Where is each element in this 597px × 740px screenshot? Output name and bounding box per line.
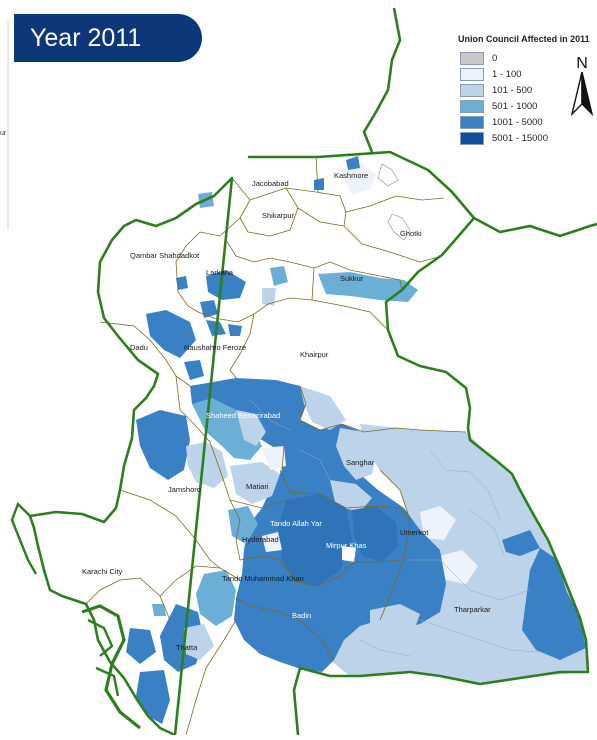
label-larkana: Larkana <box>206 268 234 277</box>
region-umerkot-patch <box>420 506 456 540</box>
legend-label: 501 - 1000 <box>492 100 538 112</box>
legend-swatch <box>460 67 484 81</box>
map-title: Year 2011 <box>14 14 202 62</box>
region-tando-allah-yar <box>278 494 352 586</box>
label-tando-muhammad-khan: Tando Muhammad Khan <box>222 574 304 583</box>
label-shikarpur: Shikarpur <box>262 211 295 220</box>
region-coast-patch-1 <box>126 628 156 664</box>
legend-row: 501 - 1000 <box>460 98 597 114</box>
legend-row: 5001 - 15000 <box>460 130 597 146</box>
label-tando-allah-yar: Tando Allah Yar <box>270 519 322 528</box>
region-tharparkar-patch <box>440 550 478 584</box>
region-larkana-patch-2 <box>200 300 218 318</box>
legend: Union Council Affected in 2011 0 1 - 100 1… <box>456 32 597 160</box>
label-qambar: Qambar Shahdadkot <box>130 251 200 260</box>
region-coast-patch-3 <box>152 604 166 616</box>
region-tmk-patch <box>196 570 236 626</box>
label-mirpur-khas: Mirpur Khas <box>326 541 367 550</box>
region-mirpur-white-patch <box>342 546 356 562</box>
region-benazirabad-light <box>236 410 266 446</box>
region-kashmore-patch-2 <box>314 178 324 190</box>
region-qambar-patch <box>176 276 188 290</box>
legend-rows: 0 1 - 100 101 - 500 501 - 1000 1001 - 5000 50… <box>456 50 597 146</box>
region-shikarpur-patch <box>270 266 288 286</box>
region-kashmore-patch <box>346 156 360 170</box>
label-sukkur: Sukkur <box>340 274 364 283</box>
province-boundary <box>28 150 590 737</box>
region-dadu-patch <box>146 310 196 358</box>
legend-swatch <box>460 115 484 129</box>
region-matiari-pale <box>262 446 286 470</box>
legend-label: 1001 - 5000 <box>492 116 543 128</box>
edge-text-fragment: ur <box>0 130 7 137</box>
legend-label: 1 - 100 <box>492 68 522 80</box>
region-sanghar-light-3 <box>330 480 372 512</box>
north-label: N <box>576 55 588 72</box>
region-khairpur-patch <box>184 360 204 380</box>
label-kashmore: Kashmore <box>334 171 368 180</box>
legend-swatch <box>460 51 484 65</box>
legend-label: 101 - 500 <box>492 84 533 96</box>
label-ghotki: Ghotki <box>400 229 422 238</box>
label-hyderabad: Hyderabad <box>242 535 279 544</box>
label-sanghar: Sanghar <box>346 458 375 467</box>
label-umerkot: Umerkot <box>400 528 429 537</box>
district-labels: Kashmore Jacobabad Shikarpur Ghotki Qamb… <box>82 171 491 652</box>
region-thatta-light <box>184 624 214 660</box>
label-badin: Badin <box>292 611 311 620</box>
label-thatta: Thatta <box>176 643 198 652</box>
indus-delta-coast <box>81 604 141 730</box>
indus-delta-creeks <box>87 618 120 697</box>
legend-swatch <box>460 83 484 97</box>
legend-swatch <box>460 99 484 113</box>
legend-swatch <box>460 131 484 145</box>
region-shikarpur-light <box>262 288 276 306</box>
region-benazirabad-mid <box>192 398 262 460</box>
border-north <box>362 7 402 153</box>
region-larkana-patch <box>206 270 246 300</box>
region-sanghar-light-2 <box>336 428 376 480</box>
label-matiari: Matiari <box>246 482 269 491</box>
region-sukkur-patch <box>318 272 418 302</box>
lake-kashmore <box>377 163 399 187</box>
region-naushahro-patch-2 <box>228 324 242 336</box>
label-dadu: Dadu <box>130 343 148 352</box>
region-tharparkar-east <box>522 548 586 660</box>
label-jamshoro: Jamshoro <box>168 485 201 494</box>
region-mirpur-khas <box>352 506 398 562</box>
legend-row: 1 - 100 <box>460 66 597 82</box>
region-tharparkar-north <box>502 530 540 556</box>
label-benazirabad: Shaheed Benazirabad <box>206 411 280 420</box>
legend-row: 101 - 500 <box>460 82 597 98</box>
region-jamshoro-west <box>136 410 190 480</box>
border-west <box>10 501 38 575</box>
label-jacobabad: Jacobabad <box>252 179 289 188</box>
region-coast-patch-2 <box>136 670 170 724</box>
legend-title: Union Council Affected in 2011 <box>458 34 590 44</box>
legend-row: 0 <box>460 50 597 66</box>
label-khairpur: Khairpur <box>300 350 329 359</box>
region-matiari-light <box>230 462 280 504</box>
subdivision-lines <box>249 399 541 657</box>
border-east <box>473 216 597 238</box>
label-tharparkar: Tharparkar <box>454 605 491 614</box>
region-kashmore-pale <box>340 162 376 194</box>
region-hyderabad-patch <box>228 506 258 544</box>
label-naushahro: Naushahro Feroze <box>184 343 246 352</box>
north-arrow-icon: N <box>570 55 594 117</box>
region-sanghar-light <box>300 386 346 430</box>
district-boundaries <box>85 156 467 736</box>
legend-label: 5001 - 15000 <box>492 132 548 144</box>
lake-ghotki <box>387 213 411 241</box>
legend-label: 0 <box>492 52 498 64</box>
label-karachi: Karachi City <box>82 567 123 576</box>
region-jamshoro-light <box>186 442 228 488</box>
region-hyderabad-pale <box>262 532 282 552</box>
legend-row: 1001 - 5000 <box>460 114 597 130</box>
